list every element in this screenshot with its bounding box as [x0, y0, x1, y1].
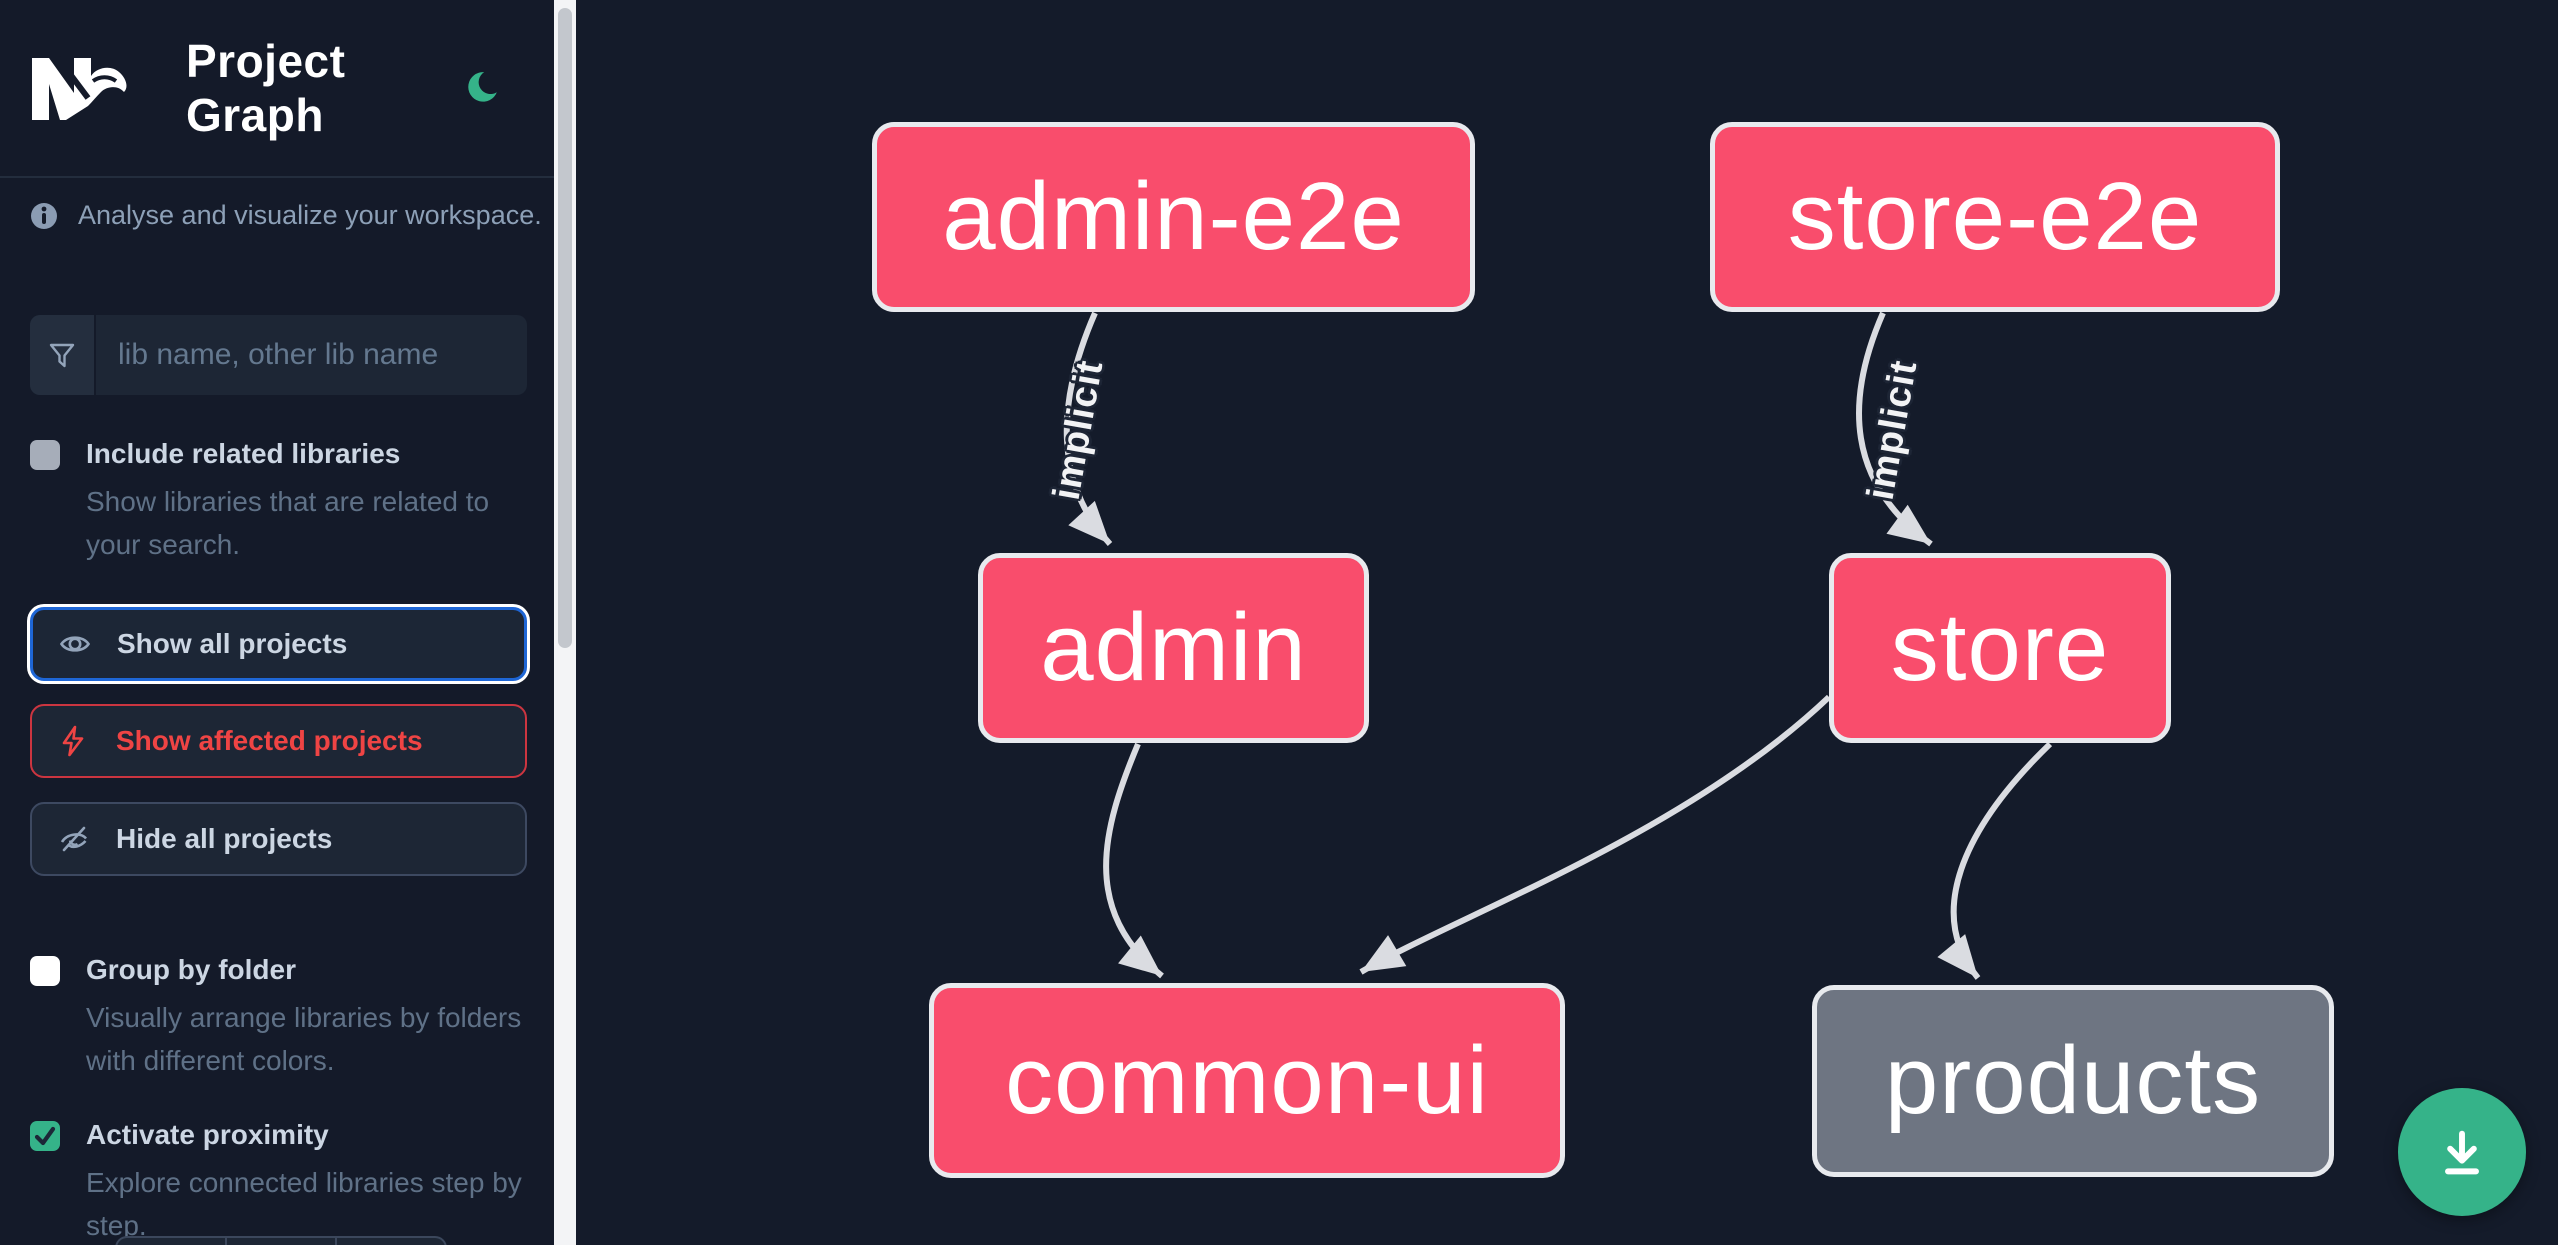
toggle-label: Include related libraries [86, 438, 401, 469]
sidebar: Project Graph Analyse and visualize your… [0, 0, 554, 1245]
workspace-tagline: Analyse and visualize your workspace. [78, 200, 542, 230]
workspace-tagline-row: Analyse and visualize your workspace. [30, 200, 542, 231]
checkbox-activate-proximity[interactable] [30, 1121, 60, 1151]
eye-icon [59, 628, 91, 660]
edge-store-to-products [1937, 741, 2053, 980]
graph-node-store-e2e[interactable]: store-e2e [1710, 122, 2280, 312]
info-icon [31, 202, 57, 229]
nx-logo-icon [32, 56, 127, 120]
toggle-include-related-libraries: Include related libraries Show libraries… [30, 437, 538, 566]
proximity-stepper[interactable] [115, 1236, 447, 1245]
toggle-group-by-folder: Group by folder Visually arrange librari… [30, 953, 538, 1082]
sidebar-scrollbar-track[interactable] [554, 0, 576, 1245]
show-affected-projects-button[interactable]: Show affected projects [30, 704, 527, 778]
toggle-description: Explore connected libraries step by step… [86, 1167, 522, 1241]
checkbox-group-by-folder[interactable] [30, 956, 60, 986]
edge-admin-e2e-to-admin [1063, 311, 1113, 547]
sidebar-scrollbar-thumb[interactable] [558, 8, 572, 648]
stepper-increment[interactable] [337, 1238, 445, 1245]
toggle-description: Visually arrange libraries by folders wi… [86, 1002, 522, 1076]
stepper-value [227, 1238, 337, 1245]
graph-node-admin[interactable]: admin [978, 553, 1369, 743]
button-label: Show all projects [117, 628, 348, 659]
page-title: Project Graph [186, 35, 346, 141]
toggle-label: Group by folder [86, 954, 296, 985]
toggle-activate-proximity: Activate proximity Explore connected lib… [30, 1118, 538, 1245]
stepper-decrement[interactable] [117, 1238, 227, 1245]
graph-node-products[interactable]: products [1812, 985, 2334, 1177]
button-label: Hide all projects [116, 823, 333, 854]
edge-admin-to-common-ui [1103, 742, 1164, 979]
toggle-label: Activate proximity [86, 1119, 329, 1150]
sidebar-header: Project Graph [0, 0, 554, 178]
toggle-description: Show libraries that are related to your … [86, 486, 490, 560]
download-graph-button[interactable] [2398, 1088, 2526, 1216]
eye-off-icon [58, 823, 90, 855]
show-all-projects-button[interactable]: Show all projects [30, 607, 527, 681]
bolt-icon [58, 725, 90, 757]
edge-store-to-common-ui [1359, 694, 1832, 975]
edge-store-e2e-to-store [1856, 311, 1933, 547]
search-box [30, 315, 527, 395]
dependency-edges [1063, 311, 2053, 980]
theme-toggle-moon-icon[interactable] [462, 68, 500, 108]
hide-all-projects-button[interactable]: Hide all projects [30, 802, 527, 876]
graph-node-common-ui[interactable]: common-ui [929, 983, 1565, 1178]
download-icon [2445, 1130, 2479, 1175]
graph-node-store[interactable]: store [1829, 553, 2171, 743]
search-input[interactable] [96, 315, 527, 395]
filter-funnel-icon [30, 315, 96, 395]
checkbox-include-related-libraries[interactable] [30, 440, 60, 470]
graph-canvas[interactable]: implicit implicit admin-e2e store-e2e ad… [576, 0, 2558, 1245]
button-label: Show affected projects [116, 725, 423, 756]
check-icon [34, 1126, 56, 1146]
graph-node-admin-e2e[interactable]: admin-e2e [872, 122, 1475, 312]
